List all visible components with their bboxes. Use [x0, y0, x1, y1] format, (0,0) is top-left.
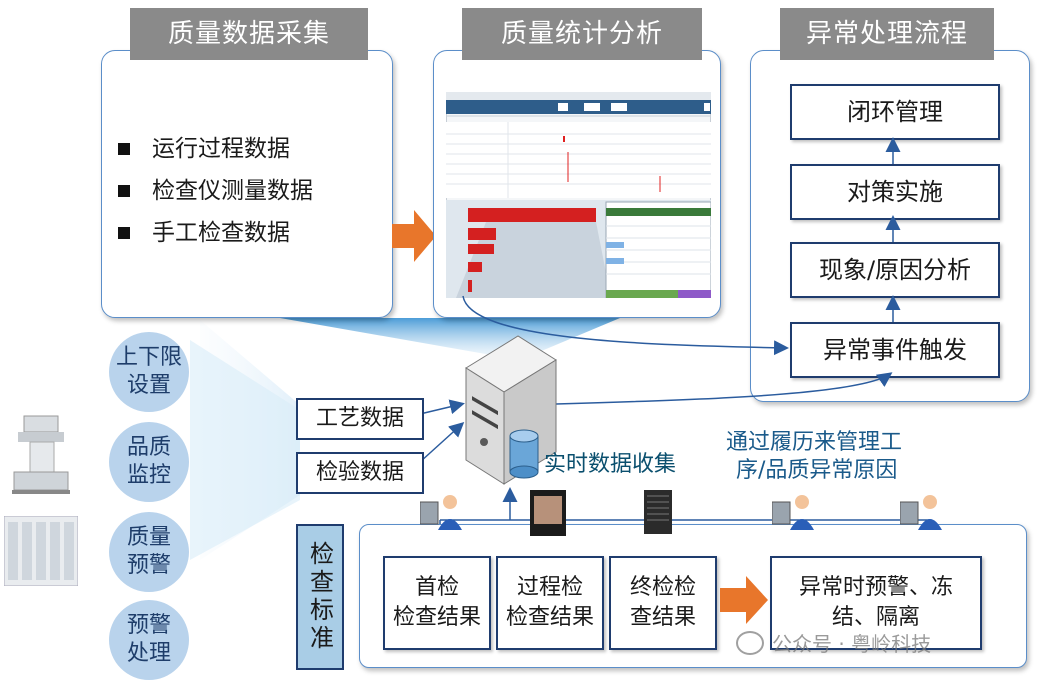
process-data-box: 工艺数据	[296, 398, 424, 440]
final-inspection-result: 终检检 查结果	[609, 556, 717, 650]
device-rack-icon	[644, 490, 672, 534]
dashboard-screenshot	[446, 92, 711, 298]
orange-arrow-icon	[720, 576, 768, 624]
server-label: 实时数据收集	[544, 452, 677, 477]
circle-warning-handling: 预警 处理	[109, 600, 189, 680]
process-inspection-result: 过程检 检查结果	[496, 556, 604, 650]
collect-list: 运行过程数据 检查仪测量数据 手工检查数据	[118, 128, 313, 254]
orange-arrow-icon	[392, 210, 436, 262]
list-item: 手工检查数据	[118, 212, 313, 254]
circle-limit-setting: 上下限 设置	[109, 332, 189, 412]
list-item: 运行过程数据	[118, 128, 313, 170]
trace-text-line2: 序/品质异常原因	[736, 458, 898, 483]
flow-step-closed-loop: 闭环管理	[790, 84, 1000, 140]
watermark: 公众号 · 粤岭科技	[736, 628, 931, 657]
collect-panel	[101, 50, 393, 318]
inspection-data-box: 检验数据	[296, 452, 424, 494]
alarm-freeze-isolate-box: 异常时预警、冻 结、隔离	[770, 556, 982, 650]
database-icon	[509, 429, 539, 479]
first-inspection-result: 首检 检查结果	[383, 556, 491, 650]
terminal-screen-icon	[530, 490, 566, 536]
operator-icon	[900, 495, 942, 530]
circle-quality-warning: 质量 预警	[109, 512, 189, 592]
exception-header: 异常处理流程	[780, 8, 994, 60]
collect-header: 质量数据采集	[130, 8, 368, 60]
list-item: 检查仪测量数据	[118, 170, 313, 212]
cabinet-machine-image	[4, 516, 78, 586]
mixer-machine-image	[12, 415, 70, 494]
analysis-header: 质量统计分析	[462, 8, 702, 60]
circle-quality-monitor: 品质 监控	[109, 422, 189, 502]
operator-icon	[772, 495, 814, 530]
flow-step-countermeasure: 对策实施	[790, 164, 1000, 220]
trace-text-line1: 通过履历来管理工	[726, 430, 903, 455]
standard-label: 检查标准	[296, 524, 344, 670]
flow-step-trigger: 异常事件触发	[790, 322, 1000, 378]
wechat-icon	[736, 630, 764, 655]
operator-icon	[420, 495, 462, 530]
